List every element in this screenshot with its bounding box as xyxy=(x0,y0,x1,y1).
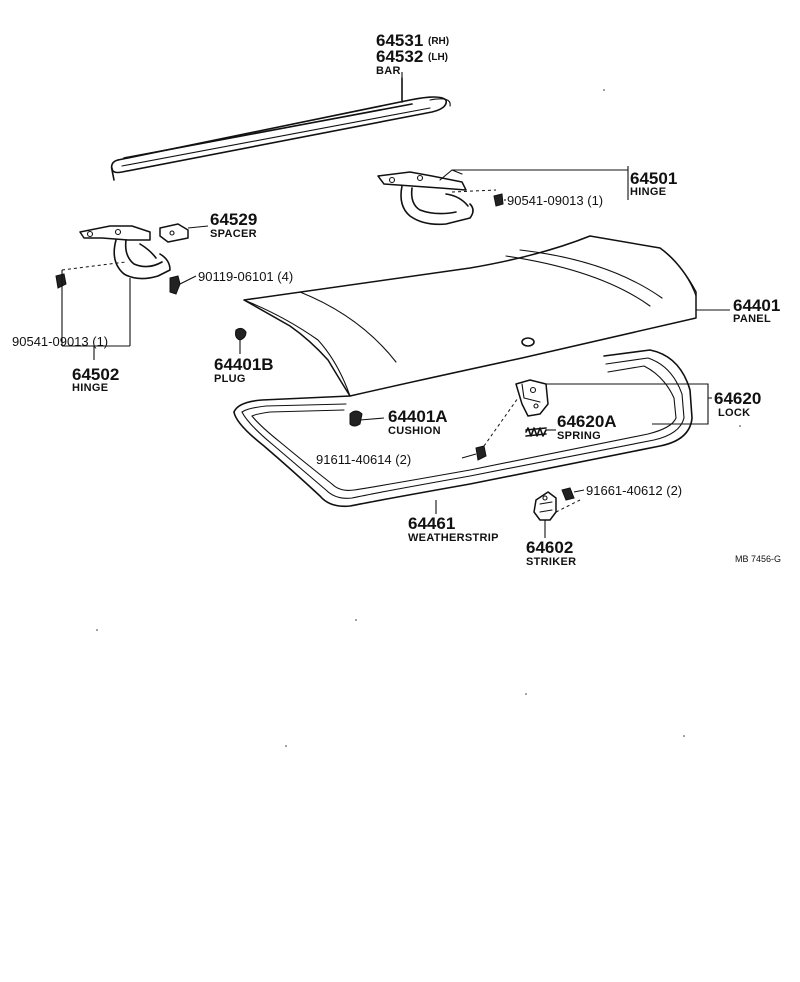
hinge-right xyxy=(377,169,474,226)
weatherstrip-name: WEATHERSTRIP xyxy=(408,532,499,544)
hinge-right-bolt xyxy=(451,189,504,207)
striker-number: 64602 xyxy=(526,538,573,557)
bar-rh-number: 64531 xyxy=(376,31,423,50)
lock-bolt-callout: 91611-40614 (2) xyxy=(316,452,411,467)
plug xyxy=(235,327,247,341)
striker-callout: 64602 STRIKER xyxy=(526,538,576,568)
torsion-bar xyxy=(110,77,451,181)
bar-name: BAR xyxy=(376,65,401,77)
lock-bolt-label: 91611-40614 (2) xyxy=(316,452,411,467)
weatherstrip-number: 64461 xyxy=(408,514,455,533)
lock xyxy=(515,379,549,417)
panel-name: PANEL xyxy=(733,313,771,325)
panel-callout: 64401 PANEL xyxy=(733,296,780,325)
spacer-number: 64529 xyxy=(210,210,257,229)
plug-callout: 64401B PLUG xyxy=(214,355,274,385)
hinge-left-bolt-label: 90541-09013 (1) xyxy=(12,334,108,349)
cushion-callout: 64401A CUSHION xyxy=(388,407,448,437)
hinge-left-bolt xyxy=(55,261,127,289)
hinge-left xyxy=(79,225,171,280)
bar-callout: 64531 (RH) 64532 (LH) BAR xyxy=(376,31,449,77)
hinge-left-name: HINGE xyxy=(72,382,108,394)
hinge-right-name: HINGE xyxy=(630,186,666,198)
lock-name: LOCK xyxy=(718,407,750,419)
scan-specks xyxy=(96,89,741,747)
striker-bolt xyxy=(555,487,581,513)
striker-name: STRIKER xyxy=(526,556,576,568)
hinge-left-callout: 90541-09013 (1) 64502 HINGE xyxy=(12,334,119,394)
spacer-bolt xyxy=(169,275,181,295)
weatherstrip-callout: 64461 WEATHERSTRIP xyxy=(408,514,499,544)
bar-lh-side: (LH) xyxy=(428,52,448,63)
lock-callout: 64620 LOCK xyxy=(714,389,761,419)
lock-spring xyxy=(525,427,547,437)
striker-bolt-label: 91661-40612 (2) xyxy=(586,483,682,498)
cushion xyxy=(349,410,363,427)
hinge-right-callout: 64501 HINGE 90541-09013 (1) xyxy=(507,169,677,208)
spacer-name: SPACER xyxy=(210,228,257,240)
figure-reference: MB 7456-G xyxy=(735,554,781,564)
panel-number: 64401 xyxy=(733,296,780,315)
cushion-number: 64401A xyxy=(388,407,448,426)
trunk-lid-panel xyxy=(243,235,697,397)
hinge-right-number: 64501 xyxy=(630,169,677,188)
hinge-right-bolt-label: 90541-09013 (1) xyxy=(507,193,603,208)
cushion-name: CUSHION xyxy=(388,425,441,437)
bar-rh-side: (RH) xyxy=(428,36,449,47)
lock-number: 64620 xyxy=(714,389,761,408)
spacer xyxy=(159,223,189,243)
plug-name: PLUG xyxy=(214,373,246,385)
leader-lines xyxy=(61,72,730,538)
hinge-left-number: 64502 xyxy=(72,365,119,384)
plug-number: 64401B xyxy=(214,355,274,374)
spacer-bolt-label: 90119-06101 (4) xyxy=(198,269,293,284)
striker-bolt-callout: 91661-40612 (2) xyxy=(586,483,682,498)
lock-bolt xyxy=(475,397,519,461)
weatherstrip xyxy=(233,349,693,508)
spacer-callout: 64529 SPACER 90119-06101 (4) xyxy=(198,210,293,284)
bar-lh-number: 64532 xyxy=(376,47,423,66)
spring-callout: 64620A SPRING xyxy=(557,412,617,442)
striker xyxy=(533,491,557,521)
spring-number: 64620A xyxy=(557,412,617,431)
spring-name: SPRING xyxy=(557,430,601,442)
